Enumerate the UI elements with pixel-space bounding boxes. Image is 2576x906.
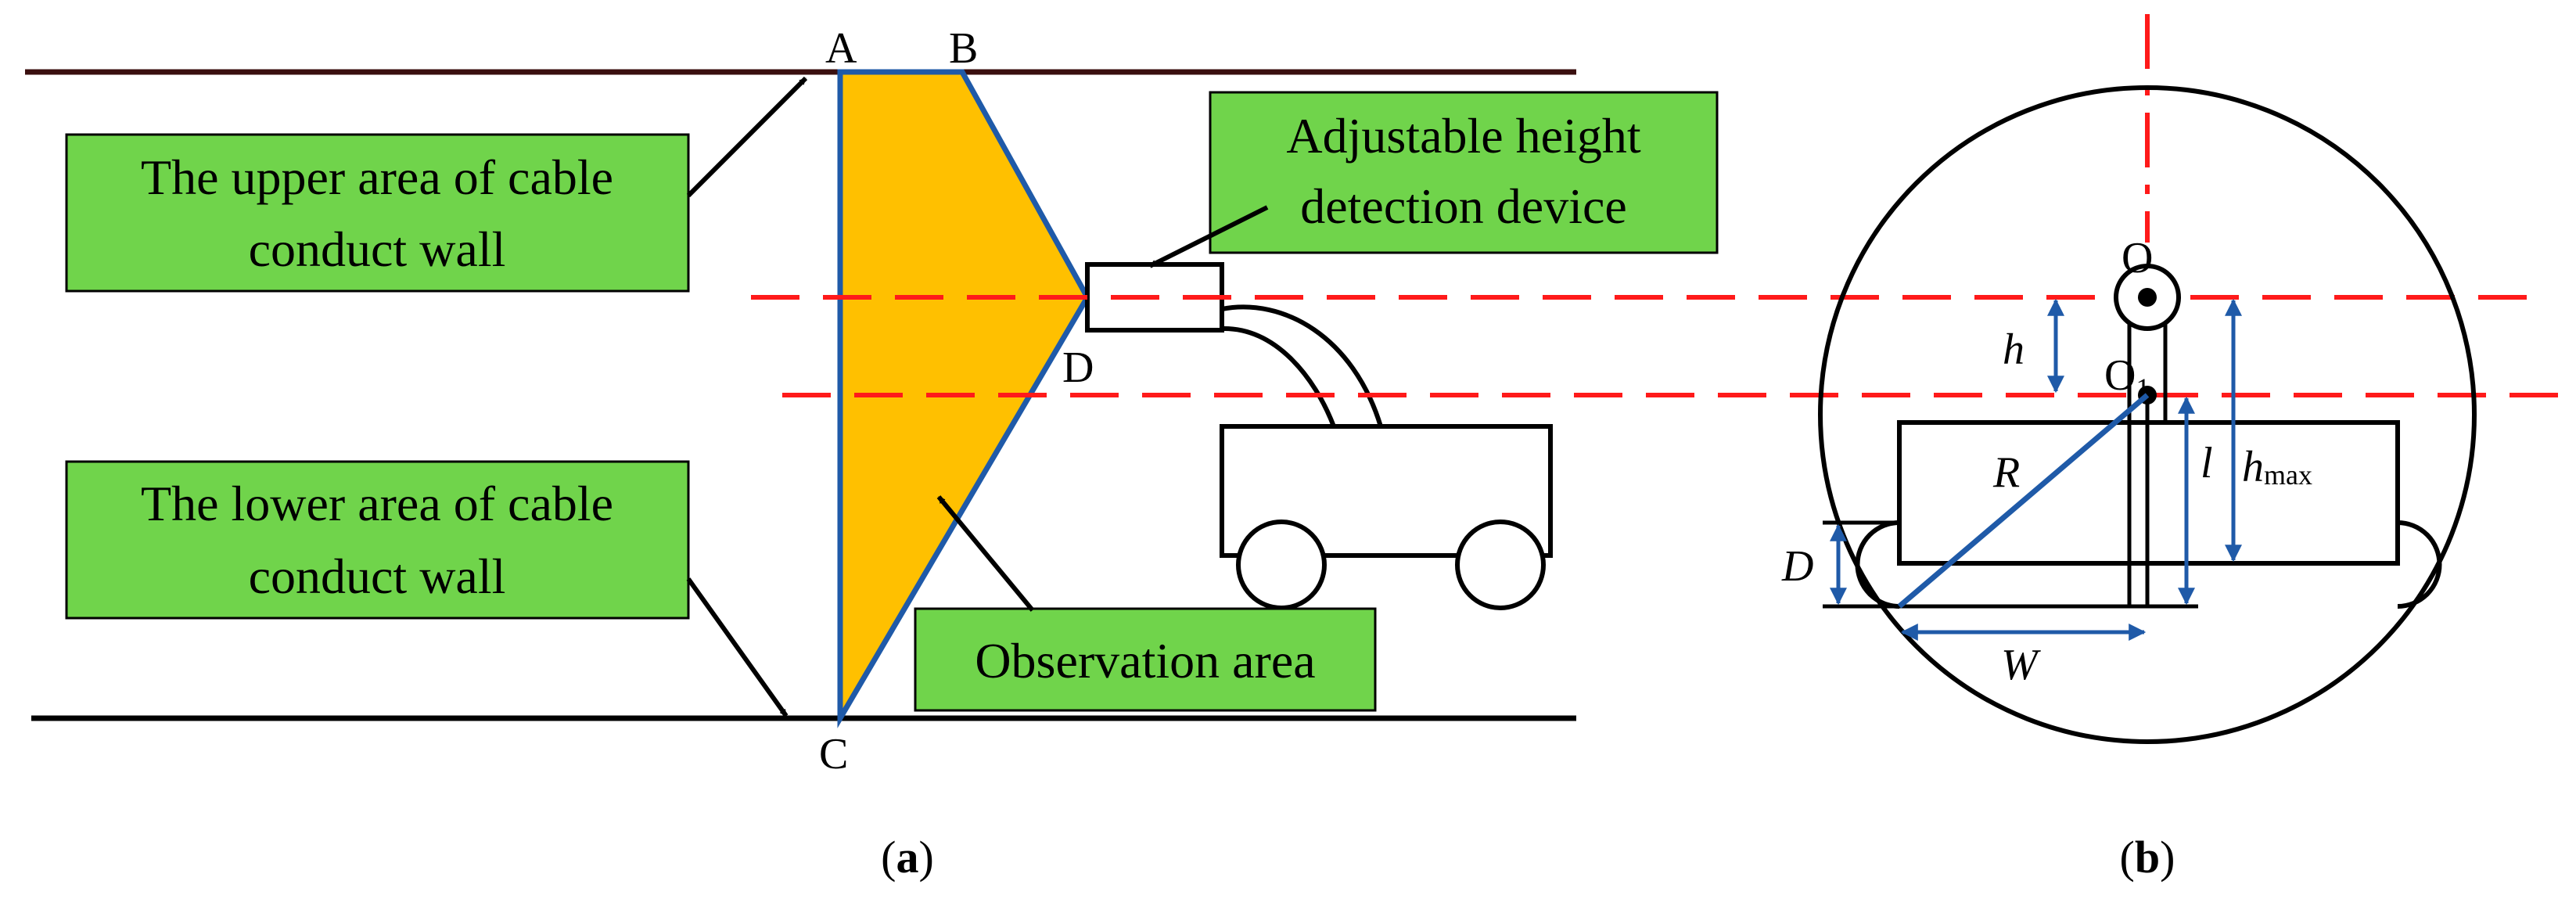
- upper-wall-arrow: [686, 76, 808, 198]
- observation-label-box: [914, 607, 1377, 712]
- label-d: D: [1781, 542, 1813, 591]
- lower-wall-arrow: [686, 577, 789, 717]
- panel-b: O O1 R h l hmax D W (b): [1781, 14, 2477, 883]
- lower-wall-label-line1: The lower area of cable: [141, 476, 613, 531]
- observation-arrow: [936, 495, 1035, 612]
- point-label-c: C: [819, 730, 848, 778]
- upper-wall-label-box: [65, 133, 690, 293]
- cable-arc-inner: [1223, 326, 1336, 428]
- label-hmax: hmax: [2242, 443, 2312, 491]
- wheel-bump-left: [1855, 520, 1900, 609]
- cart-wheel-left: [1236, 520, 1327, 610]
- label-o: O: [2122, 234, 2153, 282]
- label-o1: O1: [2104, 351, 2150, 404]
- wheel-bump-right: [2397, 520, 2442, 609]
- point-label-b: B: [949, 24, 978, 73]
- conduit-circle: [1818, 85, 2477, 744]
- caption-b: (b): [2120, 832, 2175, 883]
- lower-wall-label-line2: conduct wall: [249, 548, 506, 604]
- label-w: W: [2001, 641, 2041, 689]
- label-r: R: [1992, 448, 2020, 497]
- label-l: l: [2201, 439, 2213, 487]
- detection-device-label-line1: Adjustable height: [1286, 108, 1640, 164]
- pivot-dot-o: [2138, 288, 2157, 307]
- caption-a: (a): [881, 832, 934, 883]
- observation-label-text: Observation area: [975, 633, 1315, 688]
- point-label-a: A: [825, 24, 857, 73]
- lower-wall-label-box: [65, 460, 690, 620]
- detection-device-label-box: [1209, 91, 1719, 254]
- point-label-d: D: [1062, 343, 1094, 392]
- detection-device-label-line2: detection device: [1300, 178, 1627, 234]
- upper-wall-label-line2: conduct wall: [249, 221, 506, 277]
- cart-wheel-right: [1455, 520, 1546, 610]
- panel-a: A B C D The upper area of cable conduct …: [25, 24, 1719, 883]
- radius-line-r: [1897, 393, 2150, 609]
- detection-device-arrow: [1148, 205, 1269, 268]
- label-h: h: [2003, 325, 2025, 374]
- upper-wall-label-line1: The upper area of cable: [141, 149, 613, 205]
